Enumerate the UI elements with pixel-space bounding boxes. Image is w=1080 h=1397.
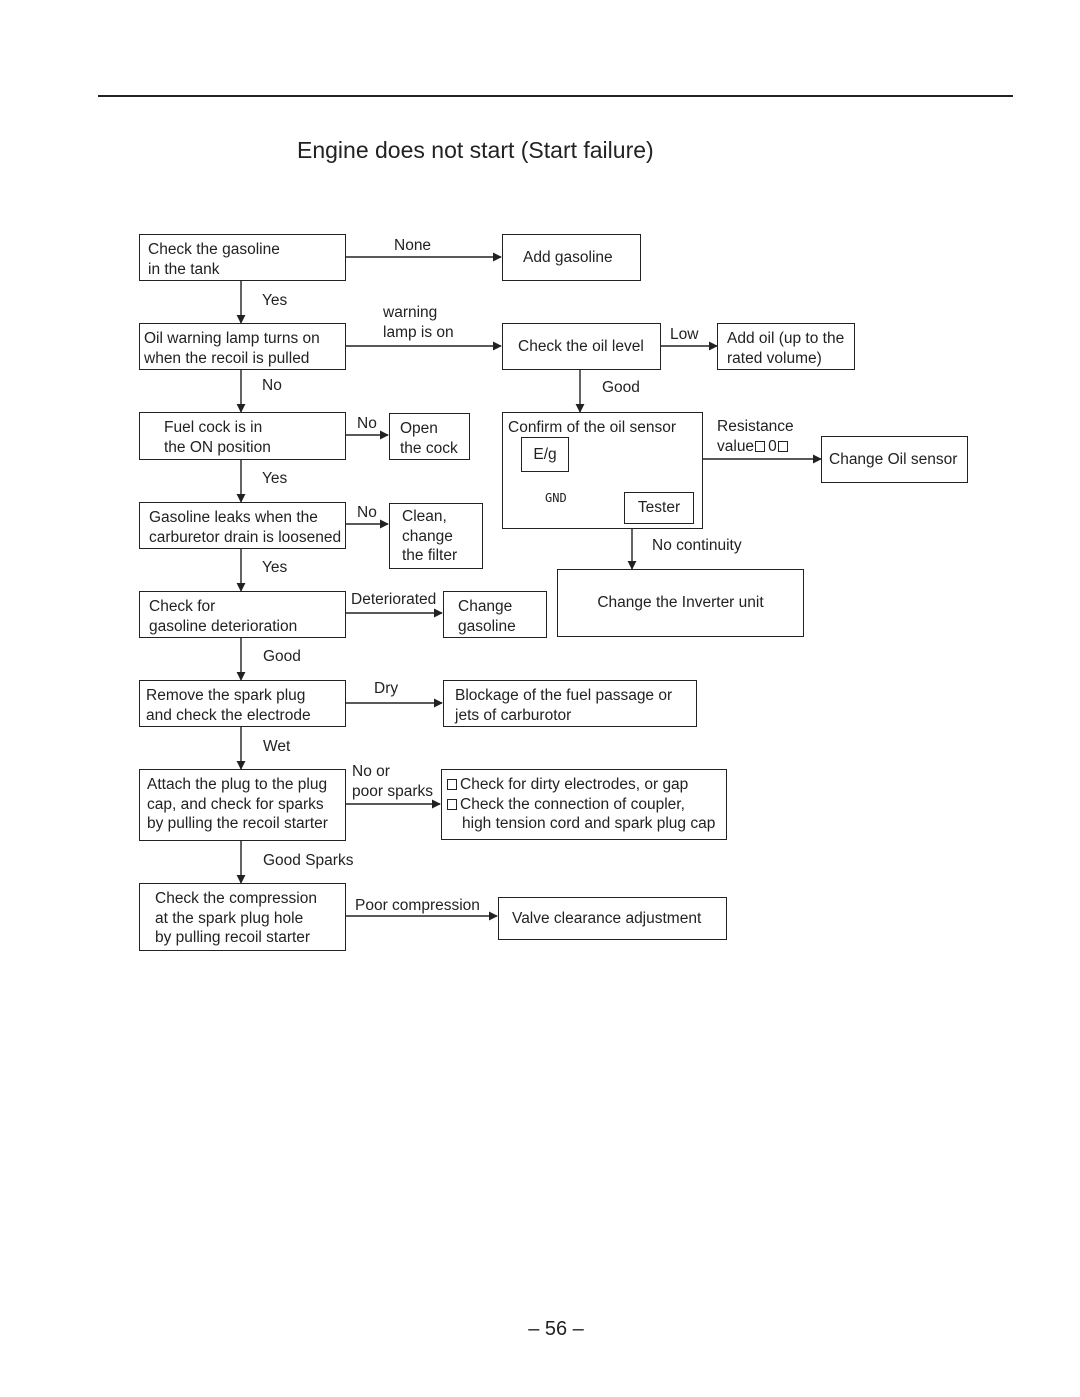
clean-filter-box: Clean, change the filter [389,503,483,569]
check-deterioration-line-2: gasoline deterioration [149,617,298,635]
check-electrodes-box: Check for dirty electrodes, or gap Check… [441,769,727,840]
check-oil-level-box: Check the oil level [502,323,661,370]
add-oil-line-2: rated volume) [727,349,822,367]
blockage-line-2: jets of carburotor [455,706,572,724]
page-number: – 56 – [528,1318,584,1340]
square-glyph-icon [777,440,788,452]
label-wet: Wet [263,738,291,755]
label-none: None [394,237,432,254]
change-gasoline-line-1: Change [458,598,513,615]
label-yes-3: Yes [262,559,288,576]
fuel-cock-line-2: the ON position [164,438,271,456]
check-gasoline-box: Check the gasoline in the tank [139,234,346,281]
clean-filter-line-3: the filter [402,547,458,564]
sensor-eg-box: E/g [521,437,569,472]
label-no-poor-sparks: No or poor sparks [352,762,433,801]
attach-plug-box: Attach the plug to the plug cap, and che… [139,769,346,841]
page-title: Engine does not start (Start failure) [297,137,654,163]
label-resistance-value: value [717,437,755,455]
check-compression-box: Check the compression at the spark plug … [139,883,346,951]
sensor-eg-text: E/g [533,445,557,463]
label-low: Low [670,326,699,343]
gasoline-leaks-line-1: Gasoline leaks when the [149,509,318,526]
label-no-leak: No [357,504,377,521]
blockage-line-1: Blockage of the fuel passage or [455,687,673,704]
label-no-1: No [262,377,282,394]
label-good-1: Good [602,379,640,396]
label-yes-2: Yes [262,470,288,487]
check-compression-line-3: by pulling recoil starter [155,929,311,946]
sensor-gnd-label: GND [545,491,567,505]
label-warning-line-1: warning [383,304,438,321]
header-rule [98,95,1013,97]
change-inverter-text: Change the Inverter unit [597,594,764,612]
valve-clearance-box: Valve clearance adjustment [498,897,727,940]
change-oil-sensor-text: Change Oil sensor [829,450,958,468]
oil-warning-box: Oil warning lamp turns on when the recoi… [139,323,346,370]
check-gasoline-line-2: in the tank [148,260,220,278]
add-oil-box: Add oil (up to the rated volume) [717,323,855,370]
sensor-tester-text: Tester [637,499,681,517]
oil-warning-line-2: when the recoil is pulled [144,349,310,367]
check-electrodes-text-1: Check for dirty electrodes, or gap [460,776,689,793]
fuel-cock-line-1: Fuel cock is in [164,419,263,436]
check-gasoline-line-1: Check the gasoline [148,241,280,258]
gasoline-leaks-box: Gasoline leaks when the carburetor drain… [139,502,346,549]
check-deterioration-line-1: Check for [149,598,216,615]
label-deteriorated: Deteriorated [351,591,437,608]
check-oil-level-text: Check the oil level [518,337,644,355]
label-good-sparks: Good Sparks [263,852,354,869]
label-dry: Dry [374,680,399,697]
blockage-box: Blockage of the fuel passage or jets of … [443,680,697,727]
label-warning-lamp: warning lamp is on [383,303,454,342]
fuel-cock-box: Fuel cock is in the ON position [139,412,346,460]
change-inverter-box: Change the Inverter unit [557,569,804,637]
square-glyph-icon [755,440,766,452]
sensor-tester-box: Tester [624,492,694,524]
attach-plug-line-3: by pulling the recoil starter [147,815,328,832]
clean-filter-line-2: change [402,527,453,545]
check-electrodes-line-1: Check for dirty electrodes, or gap [446,775,726,795]
check-electrodes-line-2: Check the connection of coupler, [446,795,726,815]
attach-plug-line-2: cap, and check for sparks [147,795,324,813]
check-deterioration-box: Check for gasoline deterioration [139,591,346,638]
label-good-2: Good [263,648,301,665]
label-poor-compression: Poor compression [355,897,480,914]
open-cock-line-2: the cock [400,439,458,457]
check-electrodes-line-3: high tension cord and spark plug cap [462,815,716,832]
square-bullet-icon [447,779,457,790]
valve-clearance-text: Valve clearance adjustment [512,909,702,927]
change-gasoline-box: Change gasoline [443,591,547,638]
square-bullet-icon [447,798,457,810]
remove-plug-line-1: Remove the spark plug [146,687,306,704]
gasoline-leaks-line-2: carburetor drain is loosened [149,528,342,546]
attach-plug-line-1: Attach the plug to the plug [147,776,328,793]
confirm-sensor-text: Confirm of the oil sensor [508,419,676,436]
open-cock-line-1: Open [400,420,438,437]
check-compression-line-1: Check the compression [155,890,317,907]
remove-plug-box: Remove the spark plug and check the elec… [139,680,346,727]
label-resistance: Resistance value 0 [717,417,794,456]
label-resistance-zero: 0 [768,437,777,455]
remove-plug-line-2: and check the electrode [146,706,311,724]
label-resistance-line-2: value 0 [717,437,794,457]
change-oil-sensor-box: Change Oil sensor [821,436,968,483]
add-gasoline-text: Add gasoline [523,248,613,266]
label-yes-1: Yes [262,292,288,309]
open-cock-box: Open the cock [389,413,470,460]
oil-warning-line-1: Oil warning lamp turns on [144,330,320,347]
check-compression-line-2: at the spark plug hole [155,909,304,927]
check-electrodes-text-2: Check the connection of coupler, [460,795,685,813]
label-no-continuity: No continuity [652,537,742,554]
clean-filter-line-1: Clean, [402,508,447,525]
label-poor-sparks: poor sparks [352,782,433,800]
add-oil-line-1: Add oil (up to the [727,330,845,347]
label-resistance-line-1: Resistance [717,418,794,435]
label-no-or: No or [352,763,390,780]
change-gasoline-line-2: gasoline [458,617,516,635]
label-no-cock: No [357,415,377,432]
add-gasoline-box: Add gasoline [502,234,641,281]
label-warning-line-2: lamp is on [383,323,454,341]
